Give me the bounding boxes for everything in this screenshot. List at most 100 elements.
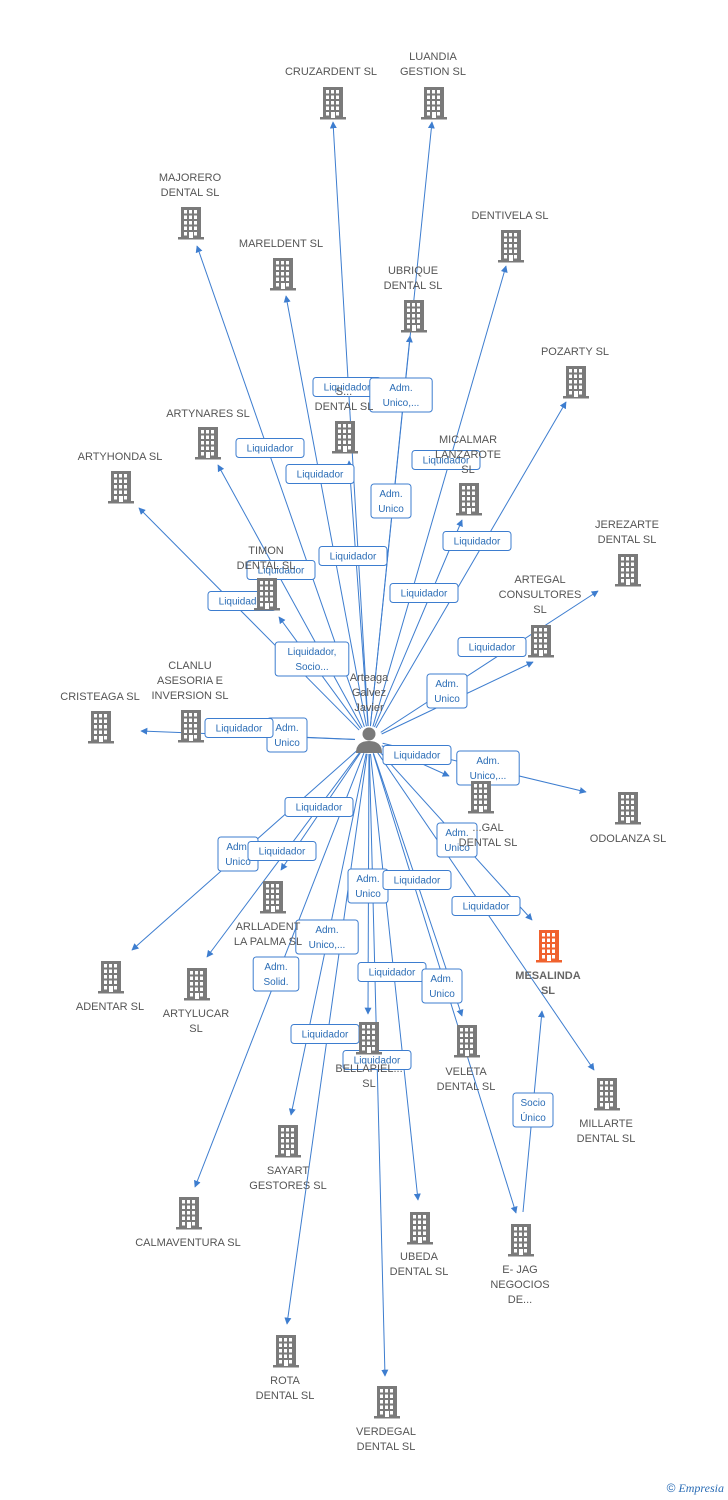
company-label-artylucar: ARTYLUCAR bbox=[163, 1008, 229, 1020]
company-node-pozarty[interactable]: POZARTY SL bbox=[541, 346, 609, 399]
edge-label-center-pozarty[interactable]: Liquidador bbox=[442, 531, 512, 551]
edge-label-center-odolanza[interactable]: Adm.Unico,... bbox=[456, 750, 520, 786]
building-icon[interactable] bbox=[528, 625, 554, 658]
building-icon[interactable] bbox=[407, 1212, 433, 1245]
company-node-mareldent[interactable]: MARELDENT SL bbox=[239, 238, 323, 291]
company-node-ejag[interactable]: E- JAGNEGOCIOSDE... bbox=[490, 1224, 550, 1306]
company-node-bellapiel[interactable]: BELLAPIEL...SL bbox=[335, 1022, 403, 1090]
building-icon[interactable] bbox=[184, 968, 210, 1001]
person-icon[interactable] bbox=[356, 727, 382, 754]
building-icon[interactable] bbox=[498, 230, 524, 263]
edge-label-center-mareldent[interactable]: Liquidador bbox=[285, 464, 355, 484]
edge-label-center-mesalinda[interactable]: Liquidador bbox=[451, 896, 521, 916]
edge-label-center-artylucar[interactable]: Liquidador bbox=[247, 841, 317, 861]
edge-label-center-arlladent[interactable]: Liquidador bbox=[284, 797, 354, 817]
building-icon[interactable] bbox=[563, 366, 589, 399]
building-icon[interactable] bbox=[454, 1025, 480, 1058]
building-icon[interactable] bbox=[594, 1078, 620, 1111]
company-label-bellapiel: SL bbox=[362, 1078, 375, 1090]
edge-label-text: Liquidador bbox=[216, 724, 263, 735]
building-icon[interactable] bbox=[88, 711, 114, 744]
company-label-galdental: DENTAL SL bbox=[459, 837, 518, 849]
edge-label-center-luandia[interactable]: Adm.Unico,... bbox=[369, 377, 433, 413]
edge-label-text: Liquidador bbox=[296, 803, 343, 814]
company-node-adentar[interactable]: ADENTAR SL bbox=[76, 961, 144, 1013]
building-icon[interactable] bbox=[421, 87, 447, 120]
building-icon[interactable] bbox=[260, 881, 286, 914]
edge-label-center-calmaventura[interactable]: Adm.Solid. bbox=[252, 956, 300, 992]
building-icon[interactable] bbox=[468, 781, 494, 814]
edge-label-center-cruzardent[interactable]: Liquidador bbox=[312, 377, 382, 397]
edge-label-center-millarte[interactable]: Adm.Unico bbox=[436, 822, 478, 858]
brand-logo[interactable]: Empresia bbox=[678, 1481, 724, 1495]
company-node-artynares[interactable]: ARTYNARES SL bbox=[166, 408, 250, 460]
edge-label-center-cristeaga[interactable]: Liquidador bbox=[204, 718, 274, 738]
edge-label-center-ubrique[interactable]: Adm.Unico bbox=[370, 483, 412, 519]
edge-label-center-ubeda[interactable]: Liquidador bbox=[357, 962, 427, 982]
building-icon[interactable] bbox=[356, 1022, 382, 1055]
building-icon[interactable] bbox=[374, 1386, 400, 1419]
edge-label-center-jerezarte[interactable]: Liquidador bbox=[457, 637, 527, 657]
building-icon[interactable] bbox=[320, 87, 346, 120]
edge-center-pozarty bbox=[375, 401, 567, 729]
building-icon[interactable] bbox=[615, 792, 641, 825]
edge-label-center-veleta[interactable]: Liquidador bbox=[382, 870, 452, 890]
building-icon[interactable] bbox=[108, 471, 134, 504]
edge-label-center-sayart[interactable]: Adm.Unico,... bbox=[295, 919, 359, 955]
edge-label-center-rota[interactable]: Liquidador bbox=[290, 1024, 360, 1044]
edge-label-center-ejag[interactable]: Adm.Unico bbox=[421, 968, 463, 1004]
building-icon[interactable] bbox=[176, 1197, 202, 1230]
edge-label-center-galdental[interactable]: Liquidador bbox=[382, 745, 452, 765]
company-node-calmaventura[interactable]: CALMAVENTURA SL bbox=[135, 1197, 241, 1249]
edge-label-center-micalmar[interactable]: Liquidador bbox=[389, 583, 459, 603]
building-icon[interactable] bbox=[536, 930, 562, 963]
edge-label-center-majorero[interactable]: Liquidador bbox=[235, 438, 305, 458]
building-icon[interactable] bbox=[254, 578, 280, 611]
building-icon[interactable] bbox=[178, 207, 204, 240]
building-icon[interactable] bbox=[270, 258, 296, 291]
company-node-sdental[interactable]: S...DENTAL SL bbox=[315, 386, 374, 454]
edge-label-center-dentivela[interactable]: Liquidador bbox=[411, 450, 481, 470]
edge-label-center-artegal[interactable]: Adm.Unico bbox=[426, 673, 468, 709]
building-icon[interactable] bbox=[98, 961, 124, 994]
company-node-cruzardent[interactable]: CRUZARDENT SL bbox=[285, 66, 377, 120]
building-icon[interactable] bbox=[615, 554, 641, 587]
company-node-dentivela[interactable]: DENTIVELA SL bbox=[471, 210, 549, 263]
company-node-artyhonda[interactable]: ARTYHONDA SL bbox=[78, 451, 163, 504]
building-icon[interactable] bbox=[275, 1125, 301, 1158]
company-node-odolanza[interactable]: ODOLANZA SL bbox=[590, 792, 666, 845]
building-icon[interactable] bbox=[195, 427, 221, 460]
building-icon[interactable] bbox=[273, 1335, 299, 1368]
building-icon[interactable] bbox=[332, 421, 358, 454]
building-icon[interactable] bbox=[456, 483, 482, 516]
edge-label-center-bellapiel[interactable]: Adm.Unico bbox=[347, 868, 389, 904]
building-icon[interactable] bbox=[401, 300, 427, 333]
company-label-mesalinda: SL bbox=[541, 985, 555, 997]
building-icon[interactable] bbox=[508, 1224, 534, 1257]
building-icon[interactable] bbox=[178, 710, 204, 743]
edge-label-center-artynares[interactable]: Liquidador bbox=[246, 560, 316, 580]
company-node-cristeaga[interactable]: CRISTEAGA SL bbox=[60, 691, 140, 744]
edge-label-center-sdental[interactable]: Liquidador bbox=[318, 546, 388, 566]
edge-label-center-timon[interactable]: Liquidador,Socio... bbox=[274, 641, 350, 677]
